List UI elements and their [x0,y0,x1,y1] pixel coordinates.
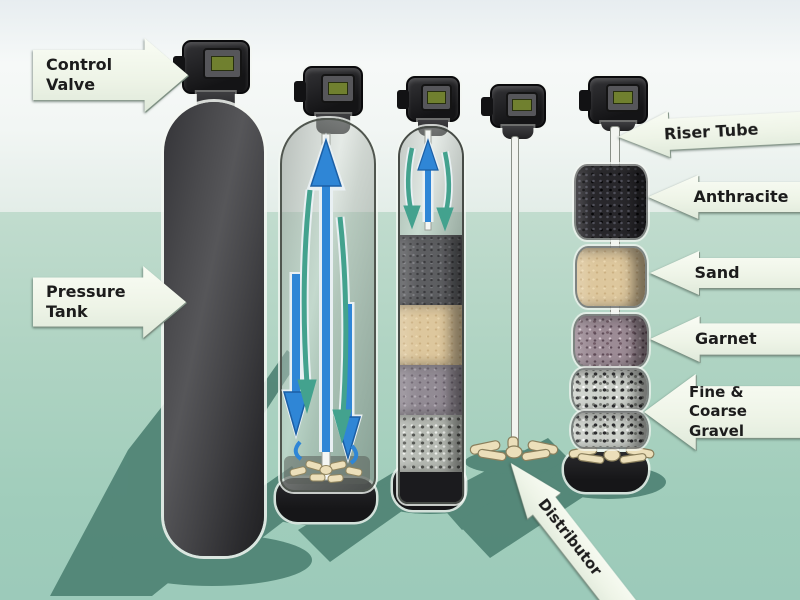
pressure-tank-body [164,102,264,556]
sand-label-shape: Sand [650,251,800,295]
riser-tube-label-text: Riser Tube [663,119,759,144]
control-valve-2 [294,66,363,134]
stack-distributor [568,445,655,464]
tank3-gravel-layer [400,415,462,472]
fine-coarse-gravel-label-shape: Fine & Coarse Gravel [644,374,800,450]
riser-tube-standalone [511,136,519,450]
blue-flow-arrows [283,137,362,465]
pressure-tank-label-shape: Pressure Tank [33,266,186,338]
valve-display-readout [327,81,349,96]
sand-label-text: Sand [694,262,740,282]
garnet-label-shape: Garnet [650,316,800,362]
valve-display [320,74,355,103]
pressure-tank-label: Pressure Tank [33,266,186,338]
tank3-sand-layer [400,305,462,365]
fine-coarse-gravel-label: Fine & Coarse Gravel [644,374,800,450]
valve-display-readout [427,91,446,104]
riser-tube-label: Riser Tube [617,106,769,160]
valve-display [505,92,538,118]
anthracite-label-shape: Anthracite [648,175,800,219]
coarse-gravel-cylinder [573,413,647,447]
control-valve-3 [397,76,460,136]
tank3-flow-arrows [403,129,454,232]
valve-neck [502,125,534,139]
control-valve-4 [481,84,546,139]
control-valve-1 [173,40,250,116]
tank2-flow-arrows [281,132,363,483]
tank3-anthracite-layer [400,235,462,305]
valve-display [203,48,242,79]
pressure-tank-label-text: Pressure Tank [46,281,126,321]
sand-cylinder [577,248,645,306]
garnet-label-text: Garnet [694,328,757,348]
anthracite-cylinder [576,166,646,238]
valve-display-readout [512,98,532,111]
sand-label: Sand [650,251,800,295]
fine-gravel-cylinder [573,370,647,410]
valve-fitting-icon [481,97,493,116]
valve-display [605,84,640,112]
valve-fitting-icon [579,90,591,111]
distributor-gravel-pellets [289,460,363,483]
garnet-cylinder [575,316,647,366]
tank3-body [398,126,464,504]
anthracite-label: Anthracite [648,175,800,219]
valve-fitting-icon [397,89,409,110]
control-valve-label-shape: Control Valve [33,38,188,112]
tank3-base-section [400,472,462,502]
valve-display-readout [211,56,235,71]
control-valve-label-text: Control Valve [46,54,113,94]
garnet-label: Garnet [650,316,800,362]
valve-display-readout [612,91,634,105]
teal-flow-arrows [297,189,352,444]
control-valve-label: Control Valve [33,38,188,112]
fine-coarse-gravel-label-text: Fine & Coarse Gravel [689,383,747,440]
anthracite-label-text: Anthracite [693,186,789,206]
distributor-standalone [469,436,559,462]
tank3-garnet-layer [400,365,462,415]
valve-fitting-icon [294,80,306,103]
valve-display [421,84,452,111]
